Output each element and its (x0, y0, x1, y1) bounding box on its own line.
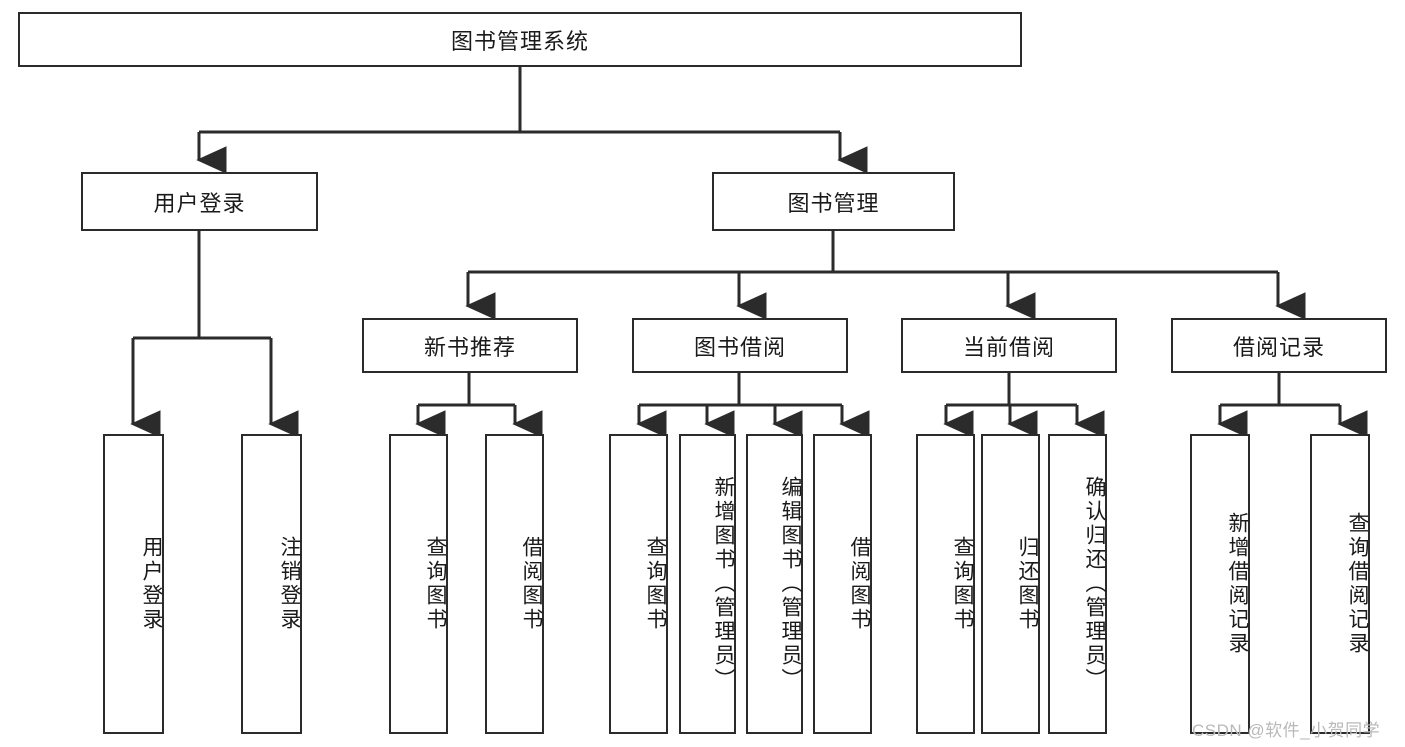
leaf-confirm-return-admin[interactable]: 确认归还（管理员） (1048, 434, 1107, 734)
leaf-query-book-borrow[interactable]: 查询图书 (609, 434, 668, 734)
leaf-label: 注销登录 (278, 536, 301, 632)
leaf-add-borrow-record[interactable]: 新增借阅记录 (1190, 434, 1250, 734)
leaf-label: 用户登录 (140, 536, 163, 632)
node-book-management[interactable]: 图书管理 (712, 172, 955, 231)
leaf-label: 新增借阅记录 (1226, 512, 1249, 656)
node-book-borrow[interactable]: 图书借阅 (632, 318, 848, 373)
leaf-borrow-book-recommend[interactable]: 借阅图书 (485, 434, 544, 734)
leaf-label: 编辑图书（管理员） (779, 476, 802, 692)
leaf-query-book-current[interactable]: 查询图书 (916, 434, 975, 734)
leaf-label: 借阅图书 (848, 536, 871, 632)
leaf-label: 新增图书（管理员） (712, 476, 735, 692)
node-root-system[interactable]: 图书管理系统 (18, 12, 1022, 67)
node-new-book-recommend[interactable]: 新书推荐 (362, 318, 578, 373)
leaf-label: 确认归还（管理员） (1083, 476, 1106, 692)
node-user-login[interactable]: 用户登录 (81, 172, 318, 231)
leaf-user-login[interactable]: 用户登录 (103, 434, 164, 734)
node-current-borrow[interactable]: 当前借阅 (901, 318, 1117, 373)
leaf-label: 查询借阅记录 (1346, 512, 1369, 656)
leaf-return-book[interactable]: 归还图书 (981, 434, 1040, 734)
node-borrow-records[interactable]: 借阅记录 (1171, 318, 1387, 373)
leaf-add-book-admin[interactable]: 新增图书（管理员） (679, 434, 736, 734)
leaf-label: 查询图书 (424, 536, 447, 632)
leaf-edit-book-admin[interactable]: 编辑图书（管理员） (746, 434, 803, 734)
leaf-query-book-recommend[interactable]: 查询图书 (389, 434, 448, 734)
leaf-label: 借阅图书 (520, 536, 543, 632)
leaf-borrow-book[interactable]: 借阅图书 (813, 434, 872, 734)
leaf-logout-login[interactable]: 注销登录 (241, 434, 302, 734)
leaf-label: 归还图书 (1016, 536, 1039, 632)
leaf-label: 查询图书 (644, 536, 667, 632)
leaf-label: 查询图书 (951, 536, 974, 632)
leaf-query-borrow-record[interactable]: 查询借阅记录 (1310, 434, 1370, 734)
